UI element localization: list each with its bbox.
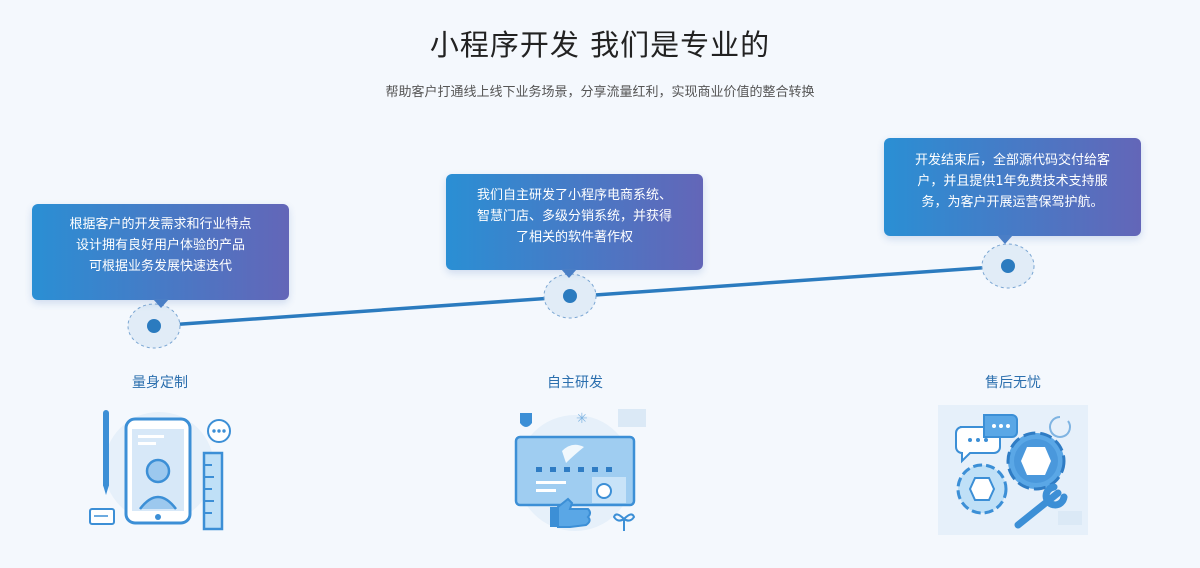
- timeline-node-1: [127, 303, 181, 349]
- step-2-desc-line: 智慧门店、多级分销系统，并获得: [476, 209, 672, 224]
- step-1-desc-line: 可根据业务发展快速迭代: [88, 259, 232, 274]
- step-3-label: 售后无忧: [985, 375, 1041, 391]
- step-3-desc-line: 户，并且提供1年免费技术支持服: [917, 174, 1108, 189]
- page-title: 小程序开发 我们是专业的: [429, 28, 771, 62]
- svg-text:✳: ✳: [576, 411, 588, 427]
- gears-wrench-icon: [938, 405, 1088, 535]
- phone-user-ruler-icon: [89, 410, 231, 531]
- step-3-callout: 开发结束后，全部源代码交付给客 户，并且提供1年免费技术支持服 务，为客户开展运…: [884, 138, 1141, 244]
- step-1-callout: 根据客户的开发需求和行业特点 设计拥有良好用户体验的产品 可根据业务发展快速迭代: [32, 204, 289, 308]
- step-3-desc-line: 开发结束后，全部源代码交付给客: [914, 153, 1110, 168]
- timeline-node-2: [543, 273, 597, 319]
- step-2-desc-line: 了相关的软件著作权: [515, 230, 633, 245]
- page-subtitle: 帮助客户打通线上线下业务场景，分享流量红利，实现商业价值的整合转换: [385, 85, 815, 100]
- step-1-desc-line: 设计拥有良好用户体验的产品: [75, 238, 245, 253]
- step-2-callout: 我们自主研发了小程序电商系统、 智慧门店、多级分销系统，并获得 了相关的软件著作…: [446, 174, 703, 278]
- step-2-desc-line: 我们自主研发了小程序电商系统、: [476, 188, 672, 203]
- step-1-label: 量身定制: [132, 375, 188, 391]
- certificate-thumbsup-icon: ✳: [514, 409, 646, 531]
- step-3-desc-line: 务，为客户开展运营保驾护航。: [921, 195, 1104, 210]
- step-2-label: 自主研发: [547, 375, 603, 391]
- step-1-desc-line: 根据客户的开发需求和行业特点: [69, 217, 252, 232]
- timeline-node-3: [981, 243, 1035, 289]
